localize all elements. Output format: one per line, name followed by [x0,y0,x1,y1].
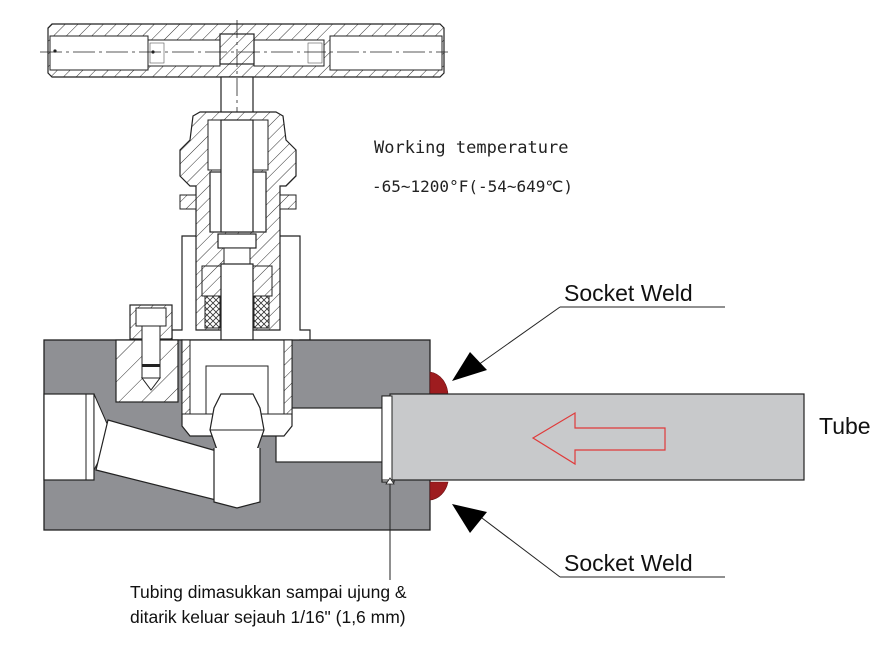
working-temperature-range: -65~1200°F(-54~649℃) [372,177,573,196]
arrow-head-icon [452,352,487,381]
tube-label: Tube [819,413,871,439]
flow-arrow-icon [531,411,666,466]
arrow-head-icon [452,504,487,533]
t-handle [40,23,448,78]
socket-weld-top-callout [452,306,725,381]
working-temperature-label: Working temperature [374,138,568,158]
socket-weld-bottom-label: Socket Weld [564,550,693,576]
tube [381,371,805,501]
bonnet [171,111,311,395]
tubing-note-line-1: Tubing dimasukkan sampai ujung & [130,582,407,602]
socket-weld-top-bead [429,371,449,397]
socket-weld-bottom-bead [429,481,449,501]
socket-weld-top-label: Socket Weld [564,280,693,306]
tubing-note-line-2: ditarik keluar sejauh 1/16" (1,6 mm) [130,607,406,627]
tubing-note-leader [385,477,395,580]
socket-weld-bottom-callout [452,504,725,578]
valve-body [43,304,431,531]
